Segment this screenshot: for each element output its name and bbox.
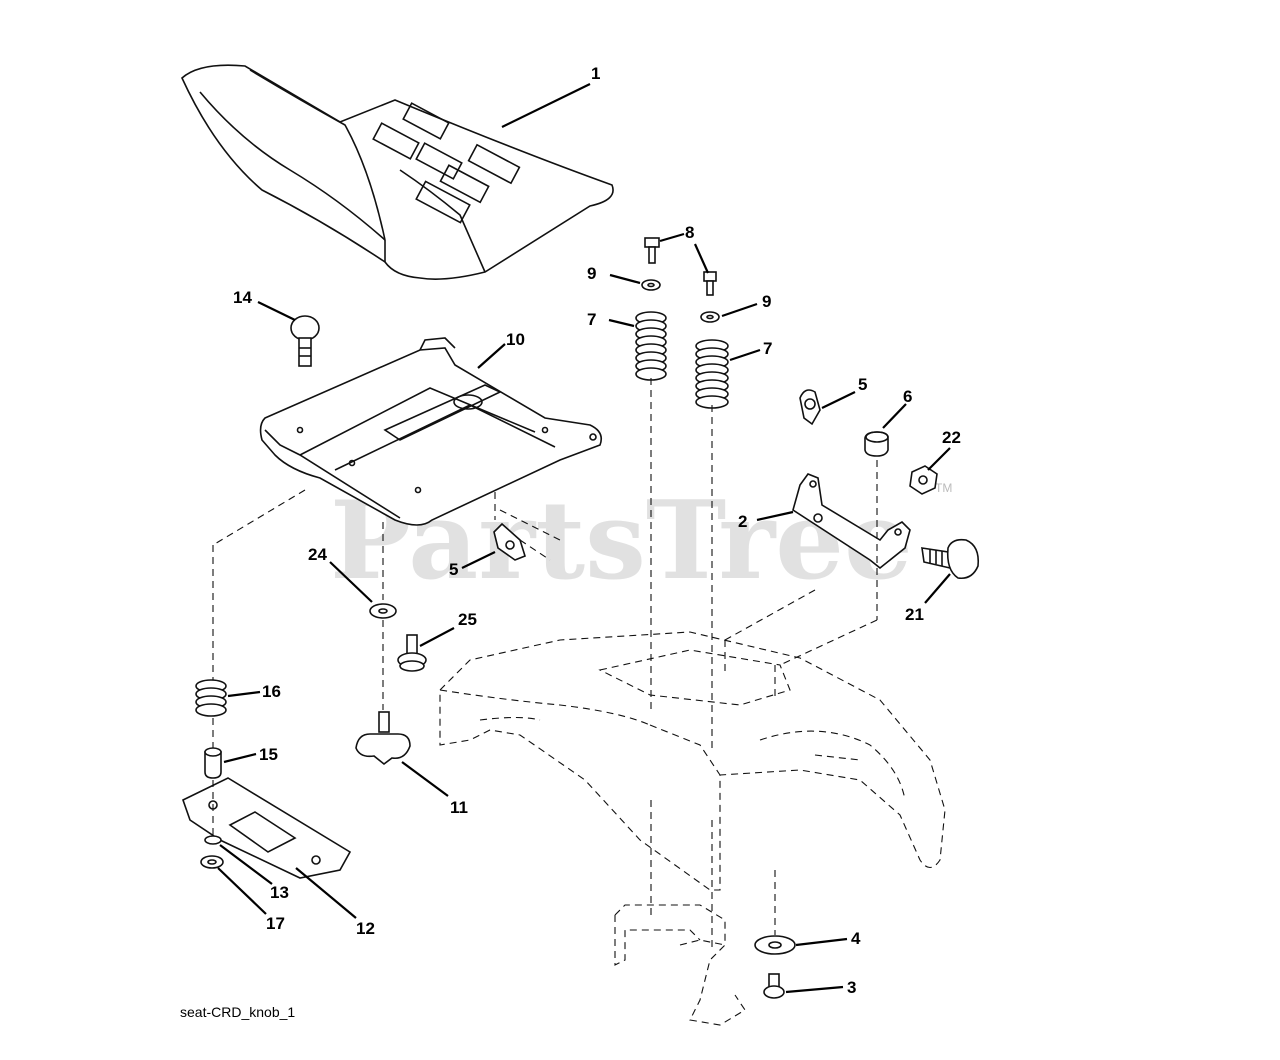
bracket-part-2[interactable] [792, 473, 911, 570]
callout-11: 11 [450, 798, 468, 817]
washer-part-4[interactable] [754, 935, 796, 955]
callout-21: 21 [905, 605, 924, 624]
callout-labels: 1 8 9 9 7 7 14 10 5 6 22 2 5 24 25 21 16… [233, 64, 961, 997]
callout-5: 5 [858, 375, 867, 394]
callout-17: 17 [266, 914, 285, 933]
callout-9: 9 [762, 292, 771, 311]
callout-4: 4 [851, 929, 861, 948]
callout-14: 14 [233, 288, 252, 307]
callout-7: 7 [587, 310, 596, 329]
callout-16: 16 [262, 682, 281, 701]
callout-9: 9 [587, 264, 596, 283]
plate-part-12[interactable] [182, 777, 352, 879]
knob-part-11[interactable] [355, 711, 411, 766]
bolt-part-25[interactable] [397, 634, 427, 672]
callout-15: 15 [259, 745, 278, 764]
spring-part-7[interactable] [635, 311, 729, 409]
callout-25: 25 [458, 610, 477, 629]
callout-5: 5 [449, 560, 458, 579]
callout-7: 7 [763, 339, 772, 358]
callout-24: 24 [308, 545, 327, 564]
fender-frame [439, 631, 946, 891]
callout-3: 3 [847, 978, 856, 997]
callout-13: 13 [270, 883, 289, 902]
bolt-part-14[interactable] [290, 315, 320, 367]
washer-part-13[interactable] [204, 835, 222, 845]
seat-part-1[interactable] [181, 64, 614, 280]
leader-lines [217, 83, 951, 994]
callout-12: 12 [356, 919, 375, 938]
watermark-tm: TM [935, 481, 952, 495]
assembly-lines [212, 378, 878, 950]
callout-1: 1 [591, 64, 600, 83]
clip-part-5[interactable] [493, 389, 821, 561]
spring-part-16[interactable] [195, 679, 227, 717]
seat-pan-part-10[interactable] [259, 337, 603, 526]
washer-part-9[interactable] [641, 279, 720, 323]
bolt-part-3[interactable] [763, 973, 785, 999]
callout-8: 8 [685, 223, 694, 242]
lower-bracket [614, 904, 746, 1026]
callout-2: 2 [738, 512, 747, 531]
callout-22: 22 [942, 428, 961, 447]
washer-part-24[interactable] [369, 603, 397, 619]
spacer-part-15[interactable] [204, 747, 222, 779]
knob-part-21[interactable] [921, 538, 980, 580]
bushing-part-6[interactable] [864, 431, 889, 457]
nut-part-17[interactable] [200, 855, 224, 869]
callout-10: 10 [506, 330, 525, 349]
nut-part-22[interactable] [909, 465, 938, 495]
diagram-caption: seat-CRD_knob_1 [180, 1004, 295, 1020]
bolt-part-8[interactable] [644, 237, 717, 296]
callout-6: 6 [903, 387, 912, 406]
